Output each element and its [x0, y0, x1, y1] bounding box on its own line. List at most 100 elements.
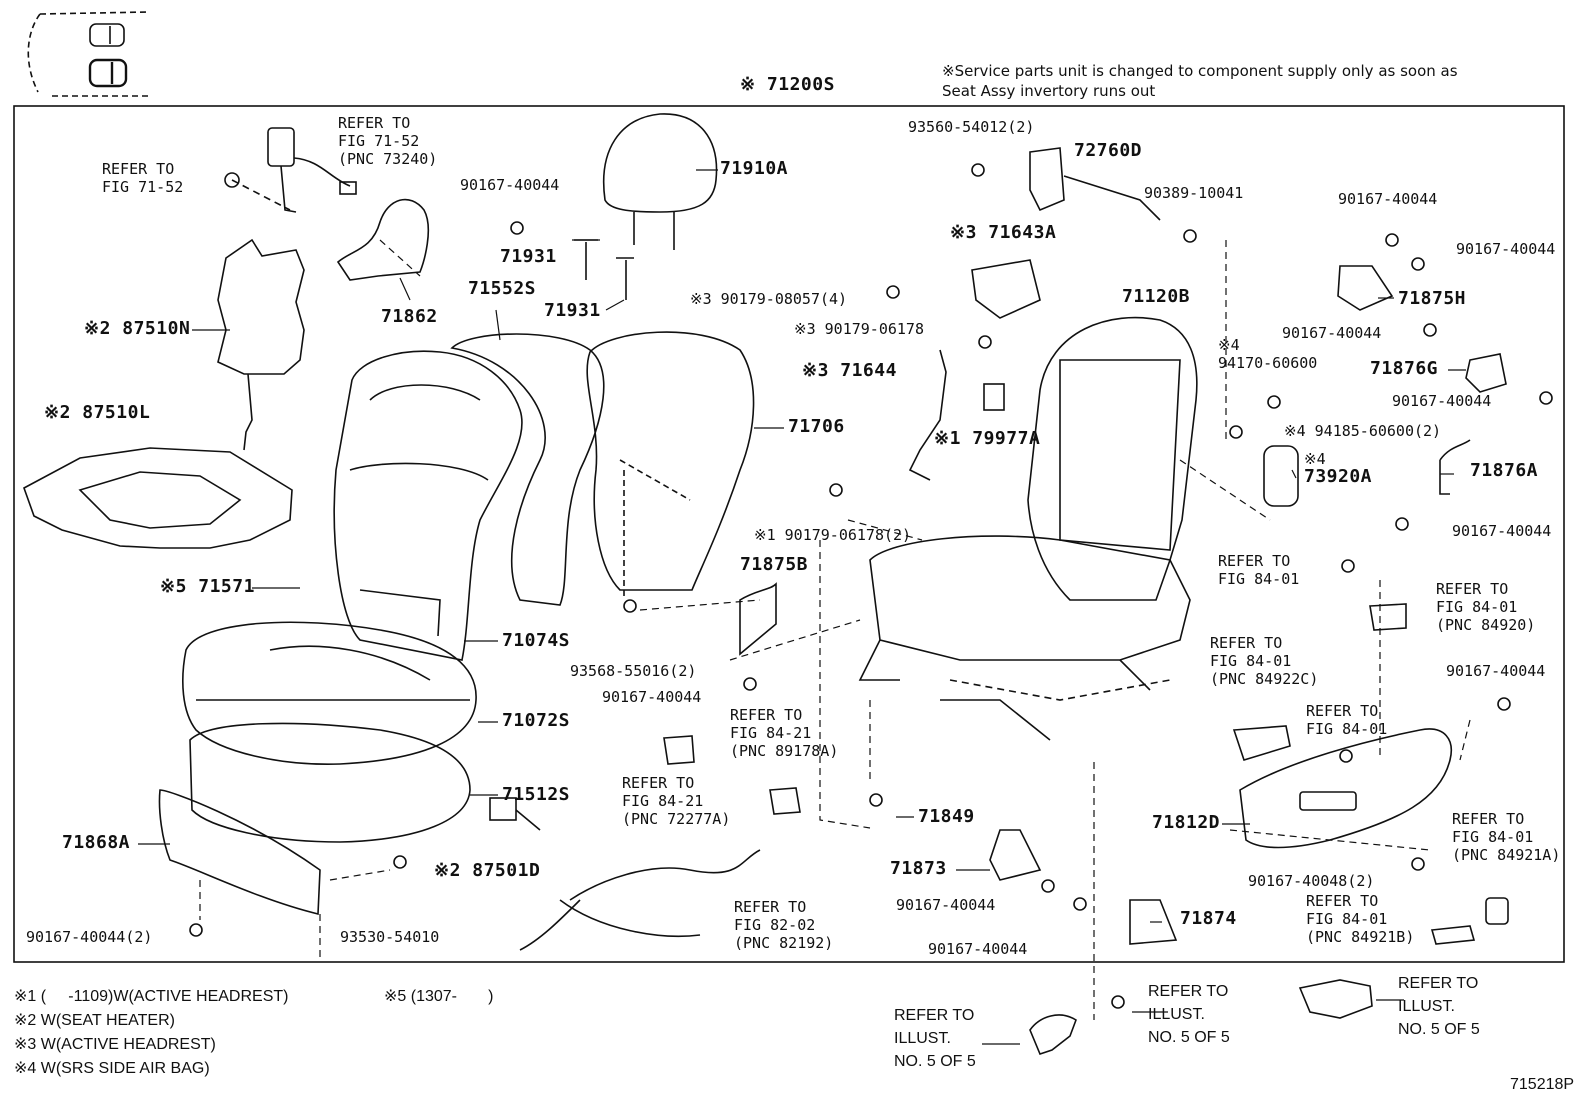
part-label-71875H: 71875H	[1398, 288, 1467, 309]
part-label-71552S: 71552S	[468, 278, 537, 299]
bracket-71876G	[1465, 353, 1507, 393]
part-label-71643A: ※3 71643A	[950, 222, 1057, 243]
bracket-71875B	[739, 582, 777, 656]
part-label-71120B: 71120B	[1122, 286, 1191, 307]
switch-84920	[1369, 603, 1407, 631]
fastener-label-90167-40044-r4: 90167-40044	[1392, 392, 1492, 410]
part-label-71074S: 71074S	[502, 630, 571, 651]
seat-frame-assembly	[858, 316, 1198, 741]
fastener-label-90167-40048: 90167-40048(2)	[1248, 872, 1375, 890]
part-label-71931-b: 71931	[544, 300, 601, 321]
refer-fig-84-01-pnc-84921B: REFER TO FIG 84-01 (PNC 84921B)	[1306, 892, 1415, 946]
fastener-label-90167-40044-b1: 90167-40044	[896, 896, 996, 914]
part-label-71876A: 71876A	[1470, 460, 1539, 481]
part-label-71072S: 71072S	[502, 710, 571, 731]
connector-89178A	[769, 787, 801, 815]
refer-fig-71-52-pnc-73240: REFER TO FIG 71-52 (PNC 73240)	[338, 114, 438, 168]
refer-fig-84-01-a: REFER TO FIG 84-01	[1218, 552, 1300, 588]
figure-code: 715218P	[1510, 1076, 1575, 1093]
vehicle-seat-position-icon	[27, 11, 149, 97]
fastener-label-90167-40044-r3: 90167-40044	[1282, 324, 1382, 342]
illust-ref-c: REFER TO ILLUST. NO. 5 OF 5	[1398, 975, 1480, 1038]
refer-fig-82-02-pnc-82192: REFER TO FIG 82-02 (PNC 82192)	[734, 898, 834, 952]
part-label-71512S: 71512S	[502, 784, 571, 805]
part-label-71874: 71874	[1180, 908, 1237, 929]
footnote-2: ※2 W(SEAT HEATER)	[14, 1012, 175, 1029]
fastener-label-90167-40044-top: 90167-40044	[460, 176, 560, 194]
seatback-board	[586, 331, 755, 591]
part-label-71862: 71862	[381, 306, 438, 327]
illust-ref-a: REFER TO ILLUST. NO. 5 OF 5	[894, 1007, 976, 1070]
knob-84921B	[1430, 925, 1476, 945]
fastener-label-90167-40044-r2: 90167-40044	[1456, 240, 1556, 258]
part-label-71571: ※5 71571	[160, 576, 255, 597]
part-label-79977A: ※1 79977A	[934, 428, 1041, 449]
service-note-line2: Seat Assy invertory runs out	[942, 82, 1156, 100]
headrest-shape	[603, 113, 718, 250]
connector-72277A	[663, 735, 695, 765]
refer-fig-84-01-pnc-84921A: REFER TO FIG 84-01 (PNC 84921A)	[1452, 810, 1561, 864]
cushion-cover	[182, 621, 477, 765]
illust-ref-b: REFER TO ILLUST. NO. 5 OF 5	[1148, 983, 1230, 1046]
actuator-72760D	[1029, 147, 1161, 221]
fastener-label-90389-10041: 90389-10041	[1144, 184, 1244, 202]
main-frame	[13, 105, 1565, 963]
fastener-label-90167-40044-r6: 90167-40044	[1446, 662, 1546, 680]
part-label-73920A: 73920A	[1304, 466, 1373, 487]
footnote-3: ※3 W(ACTIVE HEADREST)	[14, 1036, 216, 1053]
fastener-label-90167-40044-mid: 90167-40044	[602, 688, 702, 706]
fastener-label-93530-54010: 93530-54010	[340, 928, 440, 946]
part-label-71706: 71706	[788, 416, 845, 437]
fastener-label-94170-60600: 94170-60600	[1218, 354, 1318, 372]
fastener-label-90179-08057: ※3 90179-08057(4)	[690, 290, 848, 308]
heater-mat-upper	[217, 238, 305, 375]
part-note-73920A: ※4	[1304, 450, 1326, 468]
fastener-label-93568-55016: 93568-55016(2)	[570, 662, 697, 680]
seatback-pad	[450, 333, 605, 606]
fasteners-group	[189, 163, 1553, 1009]
bracket-71875H	[1337, 265, 1394, 311]
bracket-71874	[1129, 899, 1178, 945]
part-label-71875B: 71875B	[740, 554, 809, 575]
part-label-71873: 71873	[890, 858, 947, 879]
switch-84922C	[1232, 725, 1291, 761]
wire-harness	[519, 849, 761, 951]
part-label-71644: ※3 71644	[802, 360, 897, 381]
fastener-label-90179-06178: ※3 90179-06178	[794, 320, 924, 338]
refer-fig-84-01-pnc-84922C: REFER TO FIG 84-01 (PNC 84922C)	[1210, 634, 1319, 688]
seat-belt-buckle	[224, 127, 357, 213]
fastener-label-90167-40044-x2: 90167-40044(2)	[26, 928, 153, 946]
assembly-label: ※ 71200S	[740, 74, 835, 95]
bracket-71873	[989, 829, 1042, 881]
fastener-label-90167-40044-b2: 90167-40044	[928, 940, 1028, 958]
headrest-guide-2	[616, 257, 634, 300]
side-airbag	[1263, 445, 1299, 507]
bracket-71876A	[1439, 439, 1471, 495]
headrest-guide-1	[574, 239, 598, 280]
cable-71644	[908, 349, 947, 481]
refer-fig-84-21-pnc-72277A: REFER TO FIG 84-21 (PNC 72277A)	[622, 774, 731, 828]
illust-ref-part-a	[1029, 1014, 1077, 1055]
part-label-71910A: 71910A	[720, 158, 789, 179]
side-shield	[1239, 728, 1452, 849]
refer-fig-84-21-pnc-89178A: REFER TO FIG 84-21 (PNC 89178A)	[730, 706, 839, 760]
fastener-label-90167-40044-r1: 90167-40044	[1338, 190, 1438, 208]
refer-fig-71-52: REFER TO FIG 71-52	[102, 160, 184, 196]
footnote-5: ※5 (1307- )	[384, 988, 494, 1005]
service-note-line1: ※Service parts unit is changed to compon…	[942, 62, 1458, 80]
part-label-71931-a: 71931	[500, 246, 557, 267]
part-label-87510L: ※2 87510L	[44, 402, 151, 423]
knob-84921A	[1485, 897, 1509, 925]
part-71862-shape	[336, 198, 430, 281]
part-label-71868A: 71868A	[62, 832, 131, 853]
part-label-71876G: 71876G	[1370, 358, 1439, 379]
seatback-cover	[333, 350, 523, 661]
illust-ref-part-b	[1298, 979, 1373, 1019]
module-71643A	[971, 259, 1041, 319]
footnote-4: ※4 W(SRS SIDE AIR BAG)	[14, 1060, 210, 1077]
fastener-label-1-90179-06178: ※1 90179-06178(2)	[754, 526, 912, 544]
part-label-87501D: ※2 87501D	[434, 860, 541, 881]
heater-mat-lower	[23, 447, 293, 549]
refer-fig-84-01-pnc-84920: REFER TO FIG 84-01 (PNC 84920)	[1436, 580, 1536, 634]
